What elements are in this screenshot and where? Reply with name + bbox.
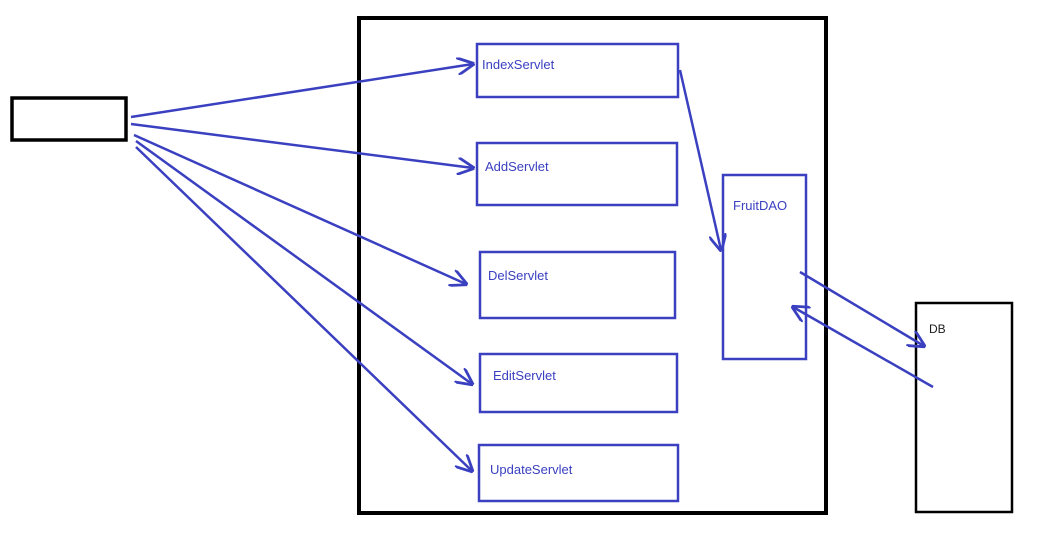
dao-label: FruitDAO bbox=[733, 198, 788, 213]
servlet-box-update bbox=[477, 443, 680, 503]
servlet-label-edit: EditServlet bbox=[493, 368, 556, 383]
servlet-label-del: DelServlet bbox=[488, 268, 548, 283]
server-container bbox=[357, 16, 828, 515]
servlet-box-index bbox=[475, 42, 680, 99]
arrow-client-to-index bbox=[130, 64, 473, 119]
db-label: DB bbox=[929, 322, 946, 336]
arrow-index-to-dao bbox=[678, 69, 721, 250]
servlet-box-add bbox=[475, 141, 679, 207]
servlet-box-edit bbox=[478, 352, 679, 414]
arrow-client-to-edit bbox=[135, 139, 472, 384]
servlet-label-index: IndexServlet bbox=[482, 57, 555, 72]
servlet-label-add: AddServlet bbox=[485, 159, 549, 174]
arrow-db-to-dao bbox=[793, 307, 934, 389]
arrow-client-to-add bbox=[130, 122, 473, 168]
arrow-client-to-del bbox=[133, 133, 466, 284]
servlet-label-update: UpdateServlet bbox=[490, 462, 573, 477]
dao-box bbox=[721, 173, 808, 361]
arrow-client-to-update bbox=[135, 146, 472, 471]
servlet-box-del bbox=[478, 250, 677, 320]
client-box bbox=[10, 96, 128, 142]
arrow-dao-to-db bbox=[799, 270, 924, 346]
db-box bbox=[914, 301, 1014, 514]
